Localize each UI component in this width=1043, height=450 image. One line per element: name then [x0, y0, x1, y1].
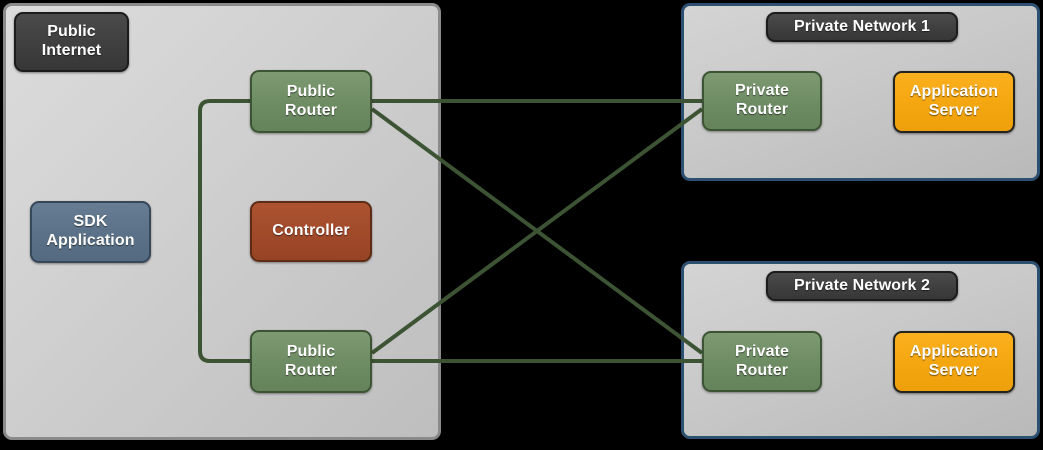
public-router-1-label: Public Router — [284, 82, 338, 119]
public-router-2-label: Public Router — [284, 342, 338, 379]
public-internet-label-chip: Public Internet — [14, 12, 129, 72]
node-public-router-1[interactable]: Public Router — [250, 70, 372, 133]
private-router-1-label: Private Router — [734, 82, 790, 118]
node-public-router-2[interactable]: Public Router — [250, 330, 372, 393]
node-controller[interactable]: Controller — [250, 201, 372, 262]
node-application-server-1[interactable]: Application Server — [893, 71, 1015, 133]
controller-label: Controller — [272, 222, 350, 240]
application-server-2-label: Application Server — [909, 343, 999, 379]
private-router-2-label: Private Router — [734, 342, 790, 379]
private-network-1-label: Private Network 1 — [794, 17, 930, 35]
sdk-application-label: SDK Application — [46, 213, 135, 249]
private-network-1-label-chip: Private Network 1 — [766, 12, 958, 42]
private-network-2-label-chip: Private Network 2 — [766, 271, 958, 301]
node-application-server-2[interactable]: Application Server — [893, 331, 1015, 393]
public-internet-label: Public Internet — [41, 23, 102, 59]
application-server-1-label: Application Server — [909, 83, 999, 119]
private-network-2-label: Private Network 2 — [794, 276, 930, 294]
node-sdk-application[interactable]: SDK Application — [30, 201, 151, 263]
node-private-router-2[interactable]: Private Router — [702, 331, 822, 392]
node-private-router-1[interactable]: Private Router — [702, 71, 822, 131]
